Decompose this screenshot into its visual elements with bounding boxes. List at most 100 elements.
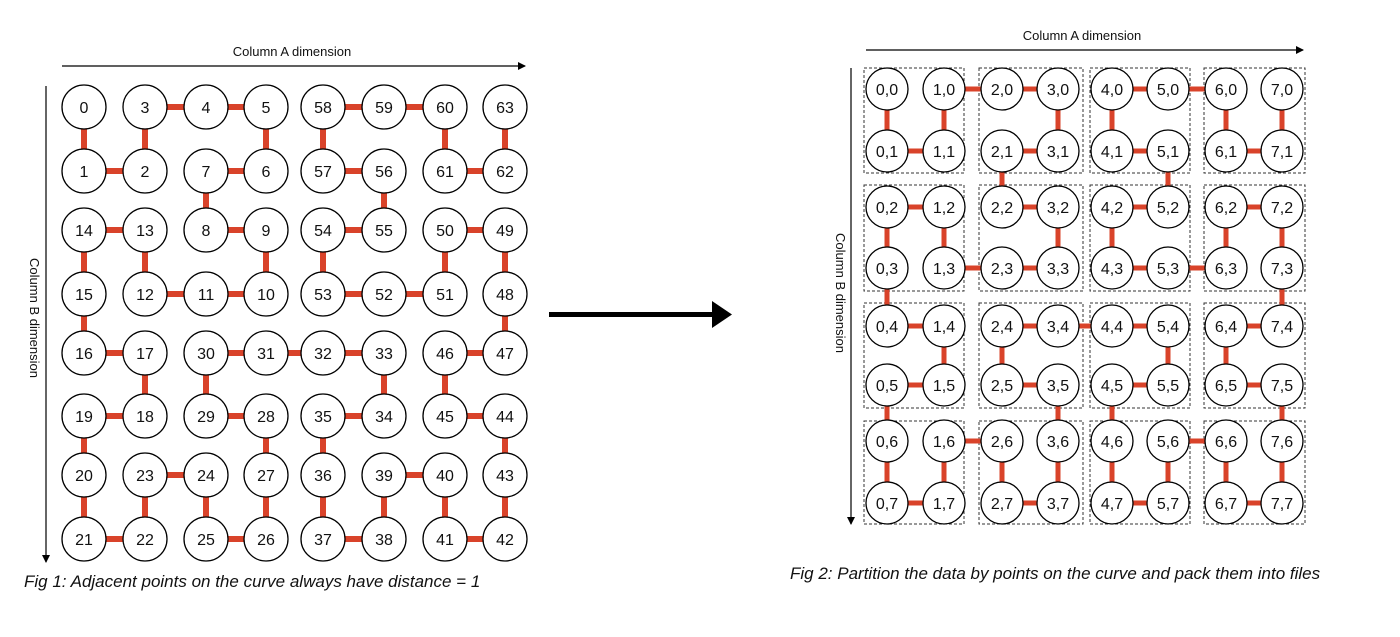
fig1-node-circle <box>61 84 107 130</box>
fig1-node: 54 <box>300 207 346 253</box>
fig1-node-label: 15 <box>75 287 93 304</box>
fig2-node: 4,1 <box>1090 129 1134 173</box>
fig1-node-circle <box>300 148 346 194</box>
fig2-node-circle <box>1260 304 1304 348</box>
fig2-node-label: 1,4 <box>933 319 955 336</box>
fig1-node: 42 <box>482 516 528 562</box>
fig2-node-label: 3,4 <box>1047 319 1069 336</box>
fig1-node-circle <box>361 207 407 253</box>
fig1-node-label: 28 <box>257 409 275 426</box>
fig2-node-circle <box>1260 129 1304 173</box>
fig1-node: 1 <box>61 148 107 194</box>
fig2-node-circle <box>1036 419 1080 463</box>
fig1-node: 57 <box>300 148 346 194</box>
fig1-node: 48 <box>482 271 528 317</box>
fig1-node: 27 <box>243 452 289 498</box>
fig1-node-circle <box>361 84 407 130</box>
fig2-node: 7,7 <box>1260 481 1304 525</box>
fig2-node-label: 6,2 <box>1215 200 1237 217</box>
fig1-node-label: 47 <box>496 346 514 363</box>
fig1-node-circle <box>300 516 346 562</box>
fig2-node-circle <box>980 419 1024 463</box>
fig2-node-label: 5,5 <box>1157 378 1179 395</box>
fig1-node: 25 <box>183 516 229 562</box>
fig1-node-label: 1 <box>80 164 89 181</box>
fig1-node-circle <box>243 330 289 376</box>
fig2-node-circle <box>865 419 909 463</box>
fig1-node-circle <box>183 271 229 317</box>
fig1-node-circle <box>300 393 346 439</box>
fig2-node: 1,5 <box>922 363 966 407</box>
fig1-node-label: 43 <box>496 468 514 485</box>
fig2-node: 5,3 <box>1146 246 1190 290</box>
fig2-node-label: 4,3 <box>1101 261 1123 278</box>
fig2-node-circle <box>1090 185 1134 229</box>
fig1-node-label: 20 <box>75 468 93 485</box>
fig1-node-label: 61 <box>436 164 454 181</box>
fig1-node-label: 30 <box>197 346 215 363</box>
fig1-node: 19 <box>61 393 107 439</box>
fig1-node-circle <box>422 393 468 439</box>
fig1-node-circle <box>361 148 407 194</box>
fig2-node: 5,2 <box>1146 185 1190 229</box>
fig2-node-circle <box>980 304 1024 348</box>
fig2-node-label: 3,5 <box>1047 378 1069 395</box>
fig2-partition-box <box>863 184 965 292</box>
fig2-node-label: 2,5 <box>991 378 1013 395</box>
fig1-node-label: 29 <box>197 409 215 426</box>
fig2-partition-box <box>1089 420 1191 525</box>
fig1-node: 41 <box>422 516 468 562</box>
fig1-node-label: 32 <box>314 346 332 363</box>
fig1-node-circle <box>482 271 528 317</box>
fig1-column-a-axis-label: Column A dimension <box>233 44 352 59</box>
fig2-node: 4,7 <box>1090 481 1134 525</box>
fig2-node-label: 5,1 <box>1157 144 1179 161</box>
fig2-node: 3,7 <box>1036 481 1080 525</box>
fig2-node: 3,4 <box>1036 304 1080 348</box>
fig2-node: 5,6 <box>1146 419 1190 463</box>
fig1-node-label: 40 <box>436 468 454 485</box>
fig1-node-circle <box>482 452 528 498</box>
fig2-node-label: 4,5 <box>1101 378 1123 395</box>
fig2-node-circle <box>865 363 909 407</box>
fig1-node: 22 <box>122 516 168 562</box>
fig2-column-a-axis-label: Column A dimension <box>1023 28 1142 43</box>
fig1-node-label: 19 <box>75 409 93 426</box>
fig1-node-circle <box>482 84 528 130</box>
fig2-node-label: 6,5 <box>1215 378 1237 395</box>
fig2-node: 1,1 <box>922 129 966 173</box>
fig2-node: 4,5 <box>1090 363 1134 407</box>
fig1-node-label: 7 <box>202 164 211 181</box>
fig1-node: 38 <box>361 516 407 562</box>
fig2-node-circle <box>1036 246 1080 290</box>
fig2-node-label: 2,0 <box>991 82 1013 99</box>
fig1-node-label: 3 <box>141 100 150 117</box>
fig2-node-label: 4,4 <box>1101 319 1123 336</box>
fig1-node-label: 0 <box>80 100 89 117</box>
fig1-node-label: 54 <box>314 223 332 240</box>
fig1-node-circle <box>183 330 229 376</box>
fig1-node-label: 5 <box>262 100 271 117</box>
fig1-node-label: 34 <box>375 409 393 426</box>
fig1-node-label: 16 <box>75 346 93 363</box>
fig2-node-label: 4,7 <box>1101 496 1123 513</box>
fig1-node-circle <box>122 207 168 253</box>
fig2-node-circle <box>980 129 1024 173</box>
fig1-node: 8 <box>183 207 229 253</box>
fig1-node-label: 46 <box>436 346 454 363</box>
fig2-node-circle <box>922 185 966 229</box>
fig2-axes: Column A dimension Column B dimension <box>833 28 1304 525</box>
fig1-node-label: 52 <box>375 287 393 304</box>
fig1-node-circle <box>122 330 168 376</box>
fig1-node-circle <box>422 271 468 317</box>
fig2-node-label: 5,3 <box>1157 261 1179 278</box>
fig2-node-circle <box>1204 363 1248 407</box>
fig1-node: 14 <box>61 207 107 253</box>
fig2-node-circle <box>865 481 909 525</box>
fig2-node: 2,0 <box>980 67 1024 111</box>
fig1-node-label: 44 <box>496 409 514 426</box>
fig1-node: 18 <box>122 393 168 439</box>
fig2-node-circle <box>1090 246 1134 290</box>
fig1-node-circle <box>482 148 528 194</box>
